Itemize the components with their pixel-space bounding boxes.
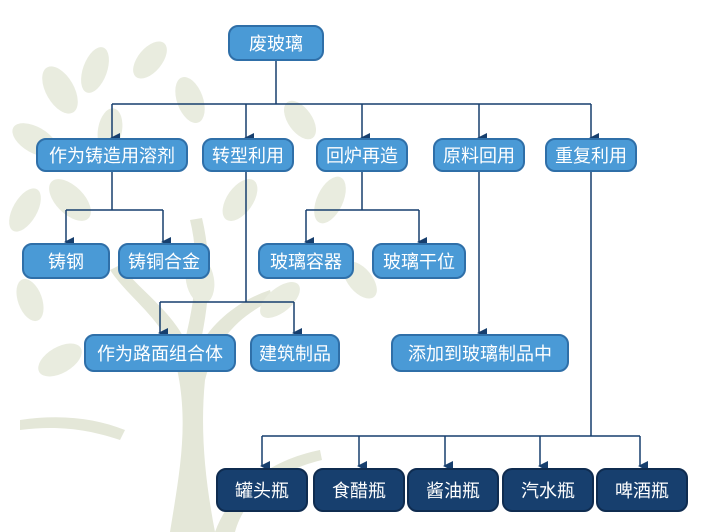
- node-pavement-aggregate: 作为路面组合体: [84, 334, 236, 372]
- node-beer-bottle: 啤酒瓶: [596, 468, 688, 512]
- node-glass-container: 玻璃容器: [258, 243, 354, 279]
- node-root: 废玻璃: [228, 25, 324, 61]
- node-add-to-glass: 添加到玻璃制品中: [391, 334, 569, 372]
- node-soda-bottle: 汽水瓶: [502, 468, 594, 512]
- node-casting-flux: 作为铸造用溶剂: [36, 138, 188, 172]
- node-can-bottle: 罐头瓶: [216, 468, 308, 512]
- node-cast-steel: 铸钢: [22, 243, 110, 279]
- node-remelt: 回炉再造: [316, 138, 408, 172]
- node-transform-use: 转型利用: [202, 138, 294, 172]
- node-cast-copper: 铸铜合金: [118, 243, 210, 279]
- node-glass-other: 玻璃干位: [372, 243, 466, 279]
- node-repeat-use: 重复利用: [545, 138, 637, 172]
- node-raw-reuse: 原料回用: [433, 138, 525, 172]
- node-soy-sauce-bottle: 酱油瓶: [407, 468, 499, 512]
- node-building-products: 建筑制品: [250, 334, 340, 372]
- node-vinegar-bottle: 食醋瓶: [313, 468, 405, 512]
